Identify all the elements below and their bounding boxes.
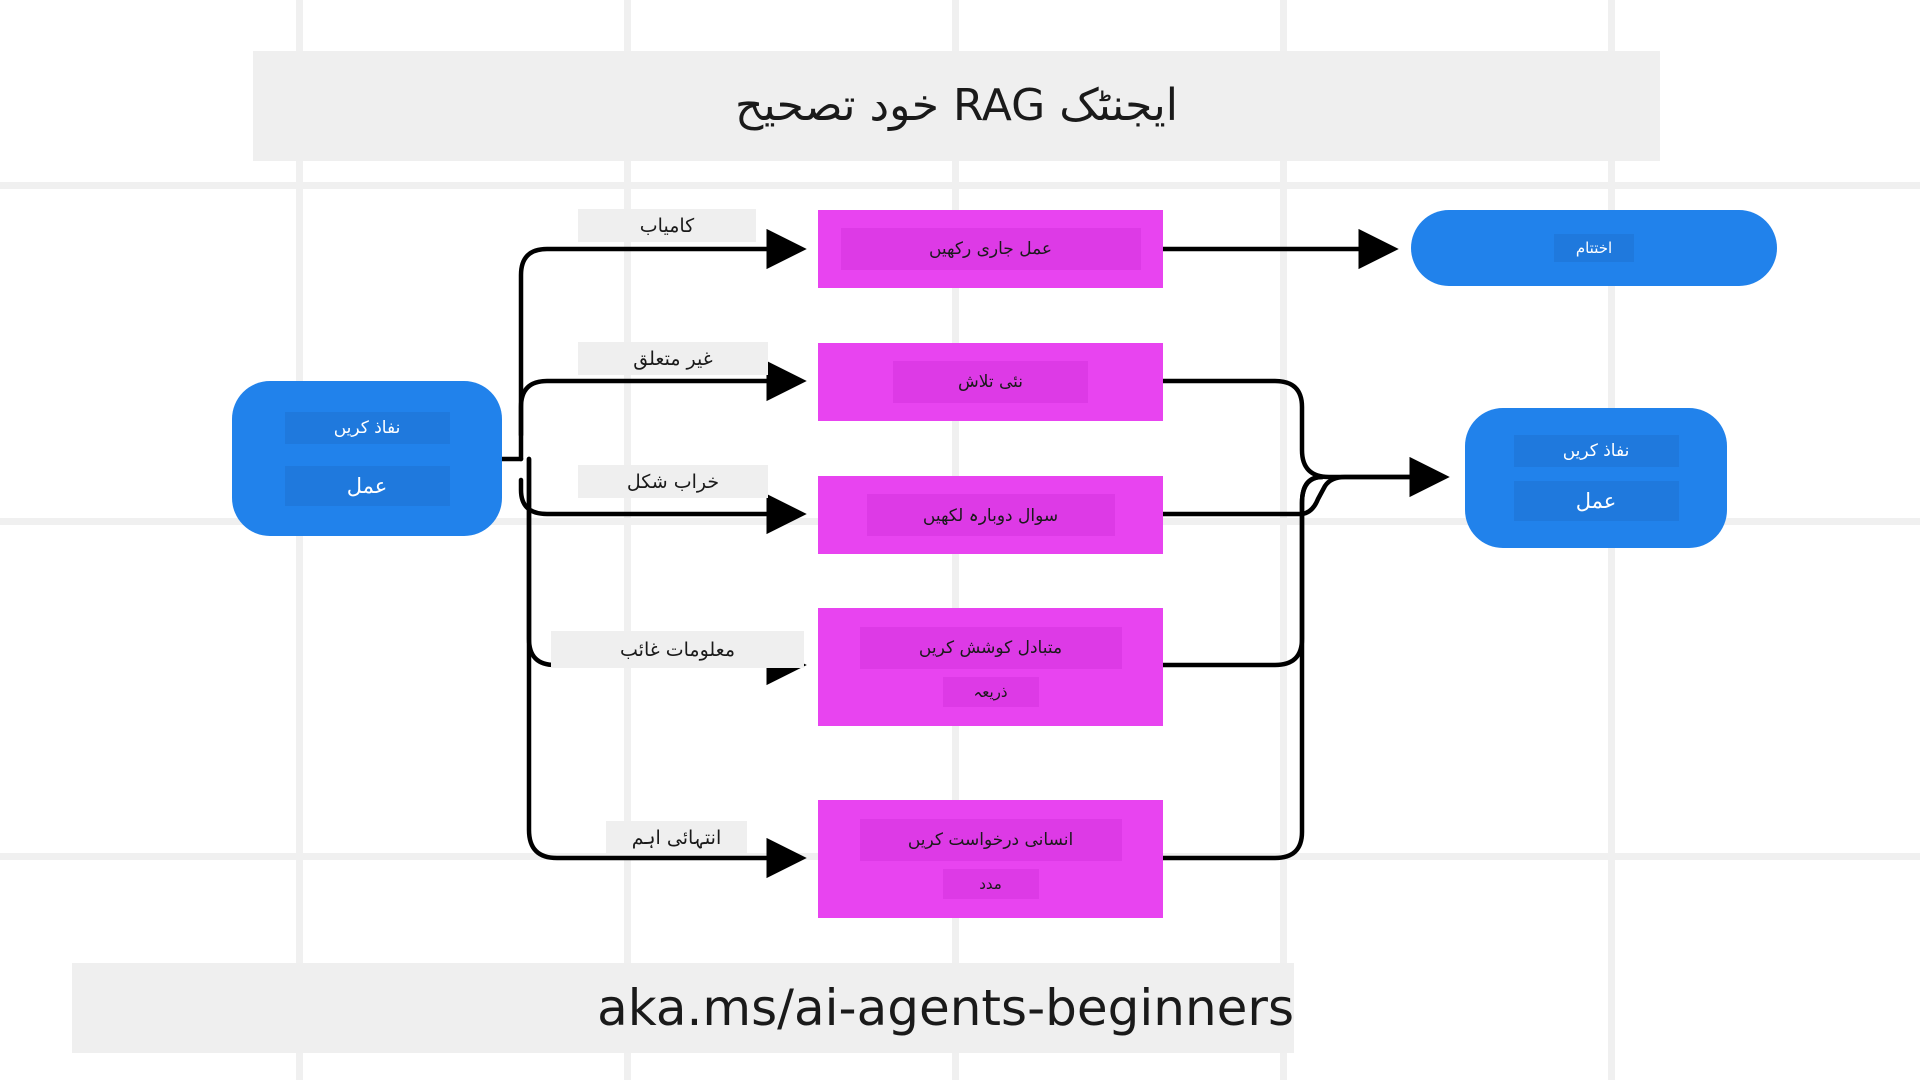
process-node-rewrite-question[interactable]: سوال دوبارہ لکھیں [818, 476, 1163, 554]
process-node-alternate-source-label-line2: ذریعہ [942, 677, 1039, 707]
page-title: ایجنٹک RAG خود تصحیح [735, 79, 1178, 131]
edge-rewrite-to-loop [1160, 474, 1446, 517]
start-node-label-line2: عمل [284, 465, 450, 506]
start-node[interactable]: نفاذ کریں عمل [232, 381, 502, 536]
process-node-new-search-label: نئی تلاش [893, 361, 1088, 403]
process-node-human-help-label-line2: مدد [942, 869, 1039, 899]
start-node-label-line1: نفاذ کریں [284, 411, 450, 444]
footer-banner: aka.ms/ai-agents-beginners [72, 963, 1294, 1053]
edge-start-to-new-search [518, 360, 807, 438]
edge-label-malformed: خراب شکل [578, 465, 768, 498]
edge-alternate-to-loop [1160, 474, 1325, 668]
process-node-human-help-label-line1: انسانی درخواست کریں [859, 819, 1122, 861]
grid-line-vertical [296, 0, 303, 1080]
grid-line-vertical [624, 0, 631, 1080]
process-node-new-search[interactable]: نئی تلاش [818, 343, 1163, 421]
edge-human-help-to-loop [1160, 474, 1325, 861]
process-node-human-help[interactable]: انسانی درخواست کریں مدد [818, 800, 1163, 918]
loop-back-node-label-line2: عمل [1513, 481, 1679, 521]
footer-url: aka.ms/ai-agents-beginners [597, 979, 1294, 1037]
loop-back-node[interactable]: نفاذ کریں عمل [1465, 408, 1727, 548]
process-node-continue-action[interactable]: عمل جاری رکھیں [818, 210, 1163, 288]
process-node-alternate-source[interactable]: متبادل کوشش کریں ذریعہ [818, 608, 1163, 726]
title-banner: ایجنٹک RAG خود تصحیح [253, 51, 1660, 161]
edge-label-critical: انتہائی اہم [606, 821, 747, 854]
process-node-rewrite-question-label: سوال دوبارہ لکھیں [866, 494, 1115, 536]
end-node[interactable]: اختتام [1411, 210, 1777, 286]
edge-label-irrelevant: غیر متعلق [578, 342, 768, 375]
grid-line-vertical [1280, 0, 1287, 1080]
edge-label-missing-info: معلومات غائب [551, 631, 804, 668]
edge-new-search-to-loop [1160, 378, 1450, 498]
loop-back-node-label-line1: نفاذ کریں [1513, 435, 1679, 467]
end-node-label: اختتام [1554, 234, 1634, 262]
edge-label-success: کامیاب [578, 209, 756, 242]
process-node-alternate-source-label-line1: متبادل کوشش کریں [859, 627, 1122, 669]
grid-line-horizontal [0, 182, 1920, 189]
process-node-continue-action-label: عمل جاری رکھیں [840, 228, 1141, 270]
